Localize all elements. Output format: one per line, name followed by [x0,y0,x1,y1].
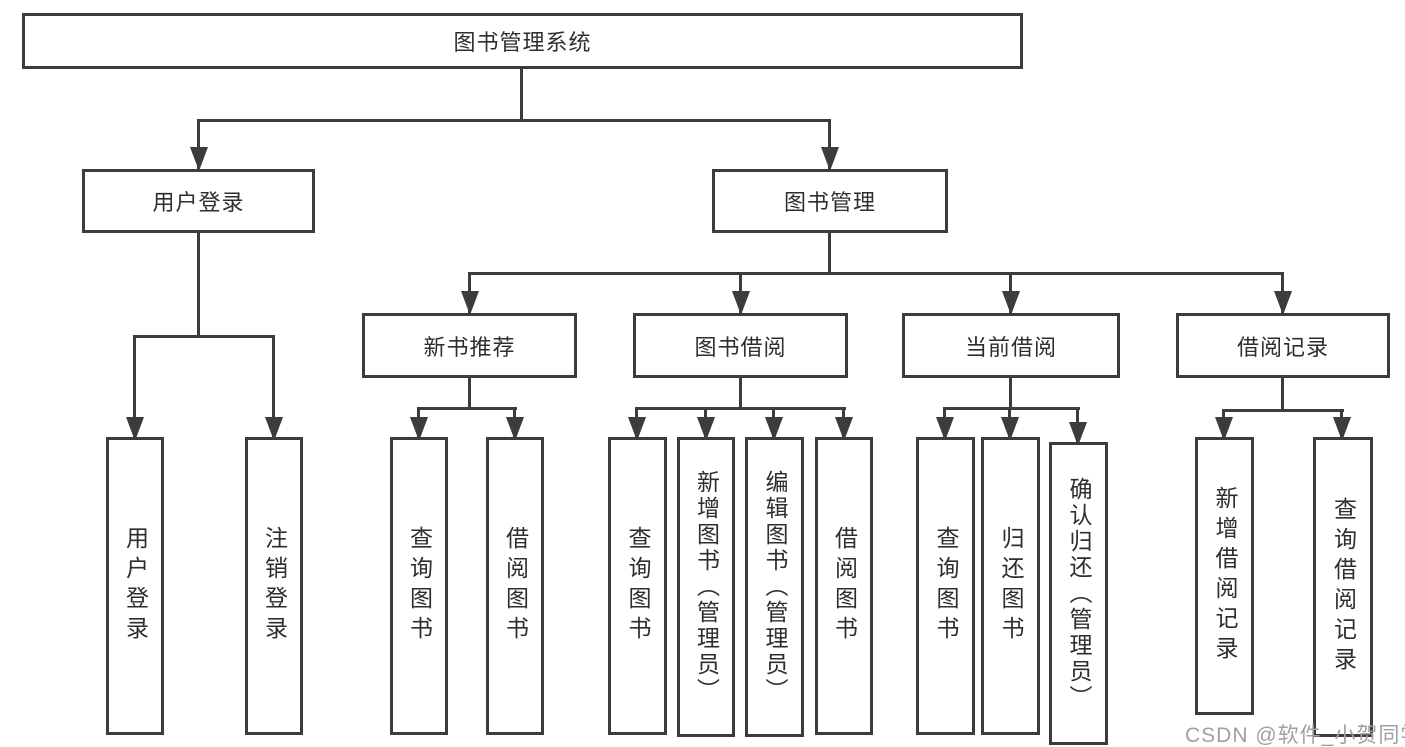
arrow-down-icon [1333,417,1351,441]
node-label: 查询图书 [933,526,959,646]
node-label: 确认归还（管理员） [1066,476,1092,711]
node-confirm-return-admin: 确认归还（管理员） [1049,442,1108,745]
node-query-books-borrow: 查询图书 [608,437,667,735]
node-label: 借阅图书 [502,526,529,646]
node-add-books-admin: 新增图书（管理员） [677,437,735,737]
node-label: 注销登录 [261,526,288,646]
connector-book-borrow-hline [635,407,846,410]
connector-stem-book-management [828,119,831,171]
node-label: 查询图书 [625,526,651,646]
arrow-down-icon [732,291,750,315]
node-label: 查询借阅记录 [1330,497,1357,677]
arrow-down-icon [126,417,144,441]
arrow-down-icon [410,417,428,441]
arrow-down-icon [1069,422,1087,446]
connector-stem-user-login [197,119,200,171]
arrow-down-icon [190,147,208,171]
node-label: 新书推荐 [423,334,516,360]
node-borrow-records: 借阅记录 [1176,313,1390,378]
node-return-books: 归还图书 [981,437,1040,735]
node-query-books-recommend: 查询图书 [390,437,448,735]
arrow-down-icon [821,147,839,171]
connector-new-book-hline [417,407,517,410]
connector-book-management-stem [828,232,831,272]
node-library-management-system: 图书管理系统 [22,13,1023,69]
node-new-book-recommend: 新书推荐 [362,313,577,378]
csdn-watermark: CSDN @软件_小贺同学 [1185,724,1405,747]
connector-user-login-stem [197,233,200,335]
node-edit-books-admin: 编辑图书（管理员） [745,437,804,737]
node-current-borrow: 当前借阅 [902,313,1120,378]
node-query-borrow-record: 查询借阅记录 [1313,437,1373,737]
node-add-borrow-record: 新增借阅记录 [1195,437,1254,715]
node-label: 借阅图书 [831,526,858,646]
node-query-books-current: 查询图书 [916,437,975,735]
connector-user-login-hline [133,335,275,338]
node-label: 图书借阅 [694,334,787,360]
arrow-down-icon [506,417,524,441]
arrow-down-icon [835,417,853,441]
arrow-down-icon [1001,417,1019,441]
node-label: 新增借阅记录 [1212,486,1238,666]
node-label: 用户登录 [152,190,245,215]
connector-stem-login-leaf [133,335,136,439]
node-user-login-group: 用户登录 [82,169,315,233]
node-borrow-books: 借阅图书 [815,437,873,735]
node-book-borrow: 图书借阅 [633,313,848,378]
node-label: 归还图书 [998,526,1024,646]
node-label: 图书管理系统 [453,30,592,55]
arrow-down-icon [1274,291,1292,315]
connector-book-borrow-stem [739,378,742,407]
connector-stem-logout-leaf [272,335,275,439]
node-book-management: 图书管理 [712,169,948,233]
node-label: 新增图书（管理员） [693,470,720,704]
node-label: 编辑图书（管理员） [762,470,788,704]
connector-root-stem [520,69,523,119]
node-label: 借阅记录 [1236,334,1329,360]
arrow-down-icon [1002,291,1020,315]
arrow-down-icon [461,291,479,315]
node-logout: 注销登录 [245,437,303,735]
node-user-login: 用户登录 [106,437,164,735]
arrow-down-icon [936,417,954,441]
connector-current-borrow-hline [943,407,1080,410]
node-label: 图书管理 [783,190,876,215]
connector-book-management-hline [468,272,1284,275]
node-borrow-books-recommend: 借阅图书 [486,437,544,735]
connector-root-hline [197,119,831,122]
arrow-down-icon [628,417,646,441]
arrow-down-icon [265,417,283,441]
connector-new-book-stem [468,378,471,407]
node-label: 查询图书 [406,526,433,646]
connector-borrow-records-stem [1281,378,1284,409]
node-label: 用户登录 [122,526,149,646]
arrow-down-icon [1215,417,1233,441]
node-label: 当前借阅 [964,334,1057,360]
arrow-down-icon [765,417,783,441]
arrow-down-icon [697,417,715,441]
connector-current-borrow-stem [1009,378,1012,407]
connector-borrow-records-hline [1222,409,1344,412]
